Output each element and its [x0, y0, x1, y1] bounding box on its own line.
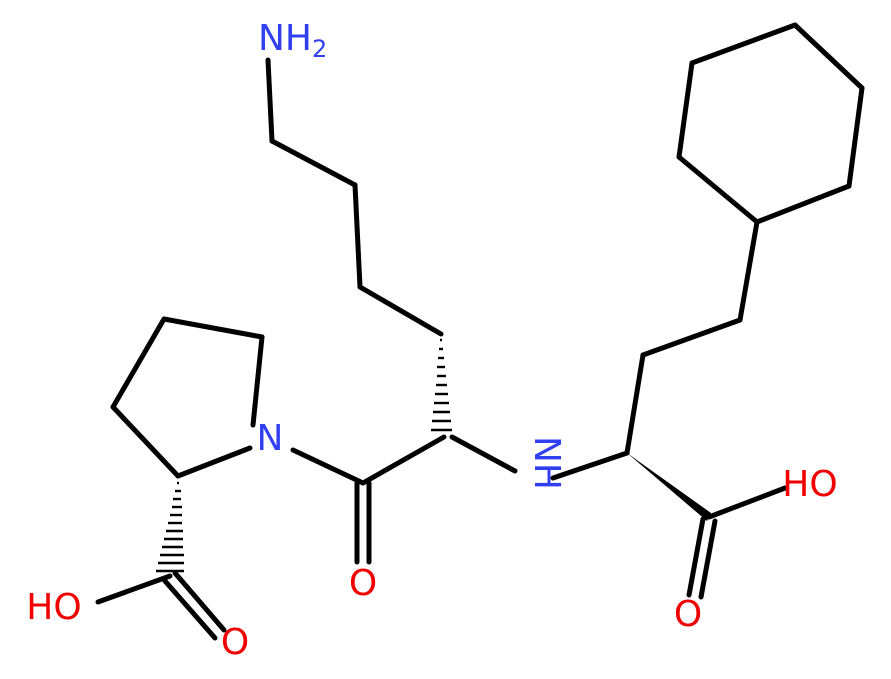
left-acid-hydroxyl-label: HO	[26, 587, 81, 628]
right-carboxyl-group	[627, 453, 788, 600]
linker-nh-label: NH	[526, 436, 567, 490]
hashed-bond-lysine	[431, 338, 452, 432]
pyrrolidine-ring	[110, 316, 265, 479]
left-acid-oxygen-label: O	[221, 622, 249, 663]
amide-group	[290, 434, 447, 565]
wedge-bond	[627, 453, 711, 521]
amine-nh2-label: NH2	[258, 18, 327, 63]
hashed-bond-proline	[156, 481, 184, 573]
amide-oxygen-label: O	[349, 563, 377, 604]
cyclohexylethyl-chain	[624, 219, 760, 456]
left-carboxyl-group	[95, 570, 227, 641]
ring-nitrogen-label: N	[257, 418, 284, 459]
lysine-side-chain	[265, 57, 444, 337]
cyclohexane-ring	[676, 22, 865, 225]
right-acid-hydroxyl-label: HO	[782, 464, 837, 505]
right-acid-oxygen-label: O	[674, 594, 702, 635]
nh-linker-bonds	[449, 434, 630, 481]
